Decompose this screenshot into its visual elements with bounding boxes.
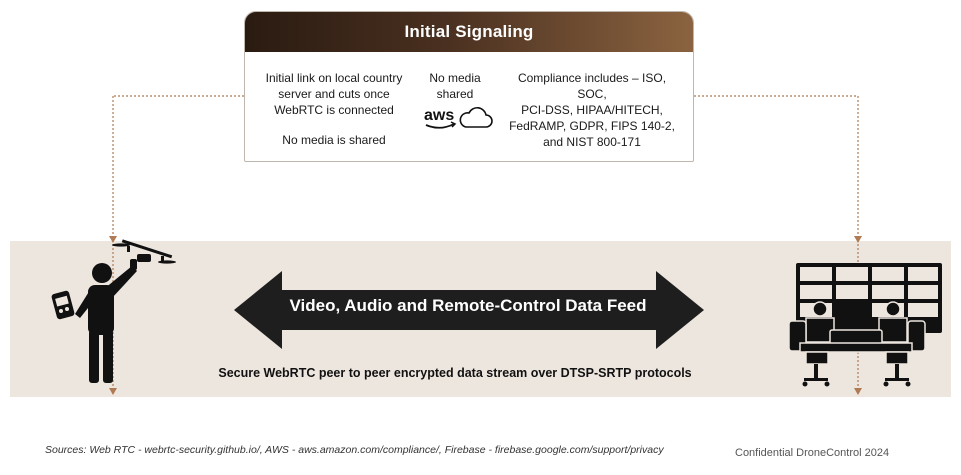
secure-stream-label: Secure WebRTC peer to peer encrypted dat… [218, 366, 692, 380]
right-connector-arrowhead [854, 236, 862, 243]
col3-line4: and NIST 800-171 [543, 135, 641, 149]
cloud-icon [459, 107, 493, 128]
right-connector-bottom-arrowhead [854, 388, 862, 395]
col1-line3: WebRTC is connected [274, 103, 394, 117]
col1-line2: server and cuts once [278, 87, 390, 101]
col2-line2: shared [436, 87, 474, 101]
col2-line1: No media [429, 71, 481, 85]
left-connector-arrowhead [109, 236, 117, 243]
col3-line3: FedRAMP, GDPR, FIPS 140-2, [509, 119, 675, 133]
aws-logo: aws [424, 107, 493, 129]
chair-legs [802, 364, 911, 387]
data-feed-label: Video, Audio and Remote-Control Data Fee… [289, 296, 647, 315]
remote-controller-icon [51, 290, 75, 320]
confidential-label: Confidential DroneControl 2024 [735, 447, 890, 459]
operators-icon [788, 301, 926, 365]
initial-signaling-card: Initial Signaling Initial link on local … [244, 11, 694, 162]
monitor-wall-icon [796, 263, 942, 333]
aws-column: No media shared [419, 70, 491, 102]
compliance-description: Compliance includes – ISO, SOC, PCI-DSS,… [503, 70, 681, 150]
control-room-icon [788, 263, 942, 387]
drone-icon [112, 239, 176, 264]
left-connector-bottom-arrowhead [109, 388, 117, 395]
double-arrow-icon [234, 271, 704, 349]
no-media-note: No media is shared [282, 133, 386, 147]
col3-line2: PCI-DSS, HIPAA/HITECH, [521, 103, 663, 117]
aws-logo-text: aws [424, 107, 454, 124]
signaling-server-description: Initial link on local country server and… [261, 70, 407, 148]
col1-line1: Initial link on local country [265, 71, 403, 85]
sources-footnote: Sources: Web RTC - webrtc-security.githu… [45, 444, 664, 456]
drone-operator-icon [51, 239, 176, 383]
col3-line1: Compliance includes – ISO, SOC, [517, 71, 667, 101]
aws-smile-icon [425, 123, 455, 129]
right-connector [694, 95, 859, 395]
card-title: Initial Signaling [245, 12, 693, 52]
